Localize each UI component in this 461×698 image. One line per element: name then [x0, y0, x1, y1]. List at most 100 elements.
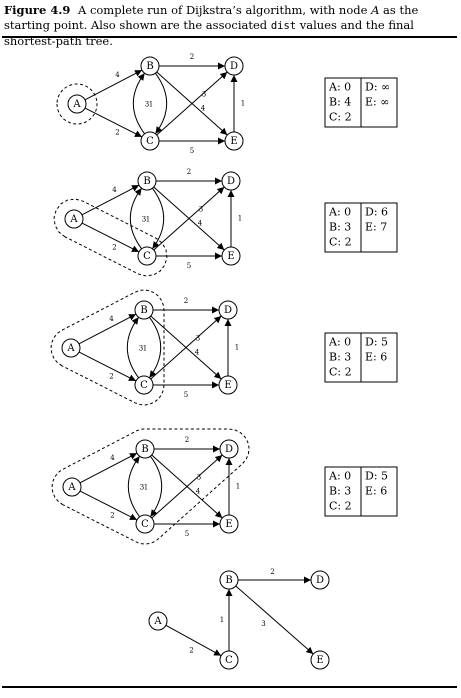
edge-weight-label: 4 [201, 105, 206, 113]
dist-table-cell: C: 2 [329, 500, 352, 513]
tree-edge-weight-label: 3 [261, 620, 265, 628]
node-a-label: A [67, 482, 76, 493]
dist-table-cell: D: 5 [365, 336, 388, 349]
edge-weight-label: 1 [241, 100, 245, 108]
edge-weight-label: 4 [198, 220, 203, 228]
dist-table-cell: C: 2 [329, 366, 352, 379]
edge-weight-label: 2 [185, 436, 189, 444]
dist-table-cell: E: ∞ [365, 96, 389, 109]
node-a-label: A [72, 99, 81, 110]
edge-weight-label: 5 [185, 530, 189, 538]
dist-table-cell: E: 6 [365, 485, 387, 498]
dist-table-cell: B: 3 [329, 221, 351, 234]
node-d-label: D [227, 176, 235, 187]
edge-weight-label: 3 [145, 101, 149, 109]
dist-table-cell: A: 0 [328, 336, 351, 349]
dist-table-cell: E: 7 [365, 221, 387, 234]
node-e-circle [224, 131, 244, 151]
node-e-label: E [316, 655, 323, 666]
edge-weight-label: 5 [184, 391, 188, 399]
bottom-rule [2, 686, 457, 688]
edge-weight-label: 3 [199, 206, 203, 214]
dist-table-cell: B: 3 [329, 351, 351, 364]
node-e-circle [221, 246, 241, 266]
tree-edge-weight-label: 1 [220, 616, 224, 624]
dist-table-cell: B: 3 [329, 485, 351, 498]
node-e-label: E [225, 519, 232, 530]
node-b-circle [219, 570, 239, 590]
tree-edge-weight-label: 2 [189, 647, 193, 655]
edge-c-b [127, 455, 141, 518]
node-c-circle [140, 131, 160, 151]
dist-table-cell: D: ∞ [365, 81, 390, 94]
edge-c-d [151, 454, 223, 519]
node-d-label: D [316, 575, 324, 586]
edge-a-c [79, 490, 138, 521]
caption-text-2: as the starting point. Also shown are th… [4, 3, 419, 32]
edge-weight-label: 3 [202, 91, 206, 99]
edge-weight-label: 3 [196, 335, 200, 343]
node-c-label: C [140, 380, 148, 391]
dist-table-cell: D: 5 [365, 470, 388, 483]
node-d-circle [224, 56, 244, 76]
node-e-circle [218, 375, 238, 395]
edge-weight-label: 5 [190, 147, 194, 155]
node-b-circle [137, 171, 157, 191]
edge-weight-label: 1 [236, 483, 240, 491]
dist-table-cell: A: 0 [328, 81, 351, 94]
node-a-label: A [69, 214, 78, 225]
edge-weight-label: 3 [197, 474, 201, 482]
node-c-circle [135, 514, 155, 534]
edge-c-b [132, 72, 146, 135]
node-a-circle [148, 611, 168, 631]
node-b-label: B [140, 305, 147, 316]
node-c-circle [134, 375, 154, 395]
edge-weight-label: 1 [144, 484, 148, 492]
node-a-circle [61, 338, 81, 358]
node-a-circle [62, 477, 82, 497]
dist-table-cell: E: 6 [365, 351, 387, 364]
edge-weight-label: 4 [112, 186, 117, 194]
edge-weight-label: 2 [190, 53, 194, 61]
dist-table-cell: C: 2 [329, 236, 352, 249]
dist-table-cell: A: 0 [328, 470, 351, 483]
edge-weight-label: 1 [143, 345, 147, 353]
edge-b-c [148, 316, 162, 379]
node-b-label: B [141, 444, 148, 455]
edge-a-c [78, 351, 137, 382]
edge-b-c [149, 455, 163, 518]
node-a-circle [67, 94, 87, 114]
edge-b-c [151, 187, 165, 250]
edge-c-b [129, 187, 143, 250]
dist-table-cell: B: 4 [329, 96, 351, 109]
edge-weight-label: 2 [187, 168, 191, 176]
dist-table-cell: A: 0 [328, 206, 351, 219]
edge-weight-label: 4 [109, 315, 114, 323]
node-e-circle [310, 650, 330, 670]
edge-weight-label: 4 [195, 349, 200, 357]
edge-a-b [78, 313, 137, 345]
edge-c-d [156, 71, 228, 136]
edge-c-d [150, 315, 222, 380]
node-c-circle [219, 650, 239, 670]
tree-edge-a-c [165, 624, 222, 657]
node-d-circle [221, 171, 241, 191]
node-d-label: D [230, 61, 238, 72]
edge-weight-label: 3 [142, 216, 146, 224]
stage-4-dist-table: A: 0 D: 5 B: 3 E: 6 C: 2 [324, 466, 398, 517]
edge-weight-label: 5 [187, 262, 191, 270]
caption-node-name: A [371, 3, 380, 17]
edge-weight-label: 2 [112, 244, 116, 252]
visited-region [53, 198, 168, 277]
node-c-circle [137, 246, 157, 266]
edge-weight-label: 4 [196, 488, 201, 496]
node-c-label: C [225, 655, 233, 666]
edge-c-b [126, 316, 140, 379]
edge-weight-label: 2 [109, 373, 113, 381]
node-d-circle [219, 439, 239, 459]
node-a-circle [64, 209, 84, 229]
